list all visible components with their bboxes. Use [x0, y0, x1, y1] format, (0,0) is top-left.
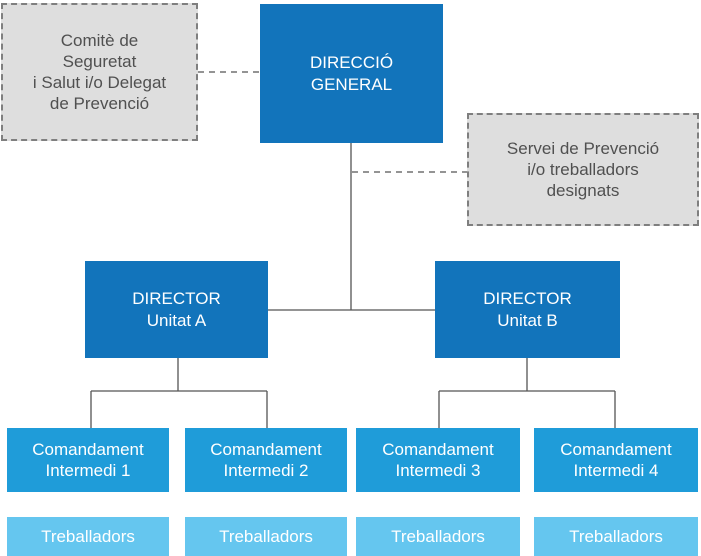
director-unit-a-line-2: Unitat A: [146, 310, 207, 330]
middle-manager-4-box: Comandament Intermedi 4: [534, 428, 698, 492]
direccio-general-line-2: GENERAL: [310, 74, 393, 94]
middle-manager-3-line-2: Intermedi 3: [395, 461, 481, 480]
middle-manager-1-line-2: Intermedi 1: [45, 461, 131, 480]
workers-1-box: Treballadors: [7, 517, 169, 556]
workers-2-label: Treballadors: [219, 526, 313, 546]
middle-manager-3-line-1: Comandament: [382, 439, 494, 459]
committee-line-4: de Prevenció: [49, 94, 150, 114]
prevention-service-line-2: i/o treballadors: [527, 159, 639, 179]
middle-manager-1-line-1: Comandament: [32, 439, 144, 459]
direccio-general-box: DIRECCIÓ GENERAL: [260, 4, 443, 143]
middle-manager-2-line-2: Intermedi 2: [223, 461, 309, 480]
director-unit-a-box: DIRECTOR Unitat A: [85, 261, 268, 358]
committee-box: Comitè de Seguretat i Salut i/o Delegat …: [1, 3, 198, 141]
middle-manager-3-box: Comandament Intermedi 3: [356, 428, 520, 492]
director-unit-a-line-1: DIRECTOR: [132, 289, 221, 309]
workers-4-box: Treballadors: [534, 517, 698, 556]
workers-3-label: Treballadors: [391, 526, 485, 546]
committee-line-3: i Salut i/o Delegat: [32, 73, 167, 92]
workers-4-label: Treballadors: [569, 526, 663, 546]
middle-manager-4-line-1: Comandament: [560, 439, 672, 459]
middle-manager-2-box: Comandament Intermedi 2: [185, 428, 347, 492]
direccio-general-line-1: DIRECCIÓ: [309, 53, 394, 73]
prevention-service-line-3: designats: [546, 181, 620, 201]
director-unit-b-line-2: Unitat B: [497, 310, 558, 330]
committee-line-1: Comitè de: [60, 30, 139, 50]
workers-2-box: Treballadors: [185, 517, 347, 556]
committee-line-2: Seguretat: [62, 51, 137, 71]
prevention-service-box: Servei de Prevenció i/o treballadors des…: [467, 113, 699, 226]
middle-manager-2-line-1: Comandament: [210, 439, 322, 459]
middle-manager-4-line-2: Intermedi 4: [573, 461, 659, 480]
middle-manager-1-box: Comandament Intermedi 1: [7, 428, 169, 492]
prevention-service-line-1: Servei de Prevenció: [506, 138, 660, 158]
workers-1-label: Treballadors: [41, 526, 135, 546]
workers-3-box: Treballadors: [356, 517, 520, 556]
director-unit-b-line-1: DIRECTOR: [483, 289, 572, 309]
director-unit-b-box: DIRECTOR Unitat B: [435, 261, 620, 358]
